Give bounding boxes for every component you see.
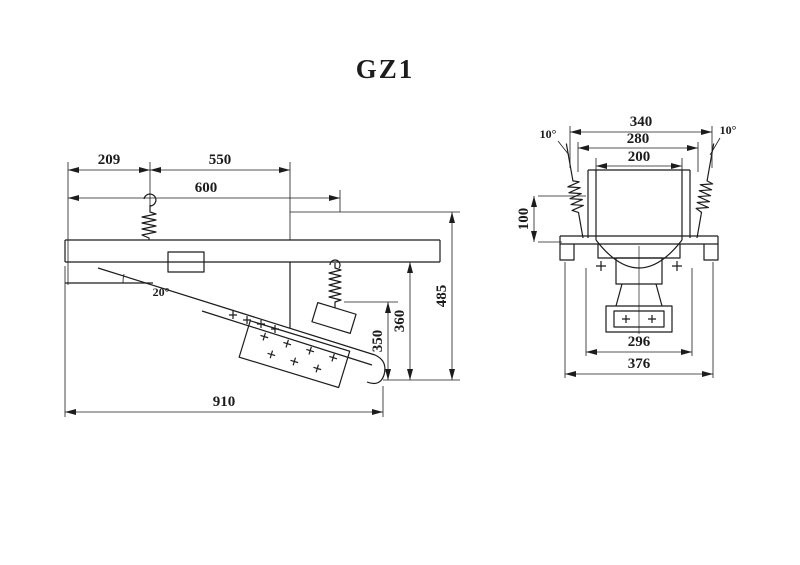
dim-280: 280 (578, 131, 698, 151)
dim-350: 350 (370, 302, 391, 380)
dim-376-label: 376 (628, 356, 651, 372)
dim-100: 100 (516, 196, 537, 242)
dim-360: 360 (392, 262, 413, 380)
dim-200-label: 200 (628, 149, 651, 165)
inspection-window (167, 251, 205, 273)
dim-209: 209 (68, 152, 150, 173)
hanger-spring-left (141, 193, 157, 240)
mounting-beam (64, 239, 441, 273)
angle-leader-right (709, 137, 721, 156)
dim-485: 485 (434, 212, 455, 380)
angle-20-label: 20° (153, 285, 170, 299)
dim-550: 550 (150, 152, 290, 173)
angle-arc (122, 273, 125, 284)
angle-10-left-label: 10° (540, 127, 557, 141)
side-extension-lines (64, 162, 460, 417)
dim-600: 600 (68, 180, 340, 201)
side-view: 209 550 600 485 360 350 910 20° (64, 152, 460, 417)
dim-296: 296 (586, 334, 692, 355)
front-view: 340 280 200 100 296 376 10° 10° (516, 114, 737, 378)
dim-350-label: 350 (370, 330, 386, 353)
vibrator-box (238, 320, 351, 389)
dim-360-label: 360 (392, 310, 408, 333)
flange-tab-left (559, 236, 575, 261)
dim-550-label: 550 (209, 152, 232, 168)
dim-280-label: 280 (627, 131, 650, 147)
dim-340-label: 340 (630, 114, 653, 130)
dim-376: 376 (565, 356, 713, 377)
dim-340: 340 (570, 114, 712, 135)
hanger-spring-rear (328, 259, 342, 308)
armature-clamp (311, 301, 357, 335)
dim-600-label: 600 (195, 180, 218, 196)
flange-tab-right (703, 236, 719, 261)
angle-10-right-label: 10° (720, 123, 737, 137)
base-frame (605, 305, 673, 333)
dim-100-label: 100 (516, 208, 532, 231)
feeder-body (65, 262, 291, 328)
page-title: GZ1 (356, 54, 415, 84)
front-extension-lines (538, 126, 721, 378)
dim-910-label: 910 (213, 394, 236, 410)
isolation-spring-right (695, 143, 715, 239)
dim-910: 910 (65, 394, 383, 415)
pedestal (597, 244, 681, 334)
trough-chute (97, 267, 386, 385)
isolation-spring-left (565, 143, 584, 239)
mounting-flange (559, 235, 719, 271)
dim-209-label: 209 (98, 152, 121, 168)
angle-leader-left (557, 140, 570, 156)
dim-296-label: 296 (628, 334, 651, 350)
dim-485-label: 485 (434, 285, 450, 308)
dim-200: 200 (596, 149, 682, 169)
discharge-curve (366, 354, 386, 385)
